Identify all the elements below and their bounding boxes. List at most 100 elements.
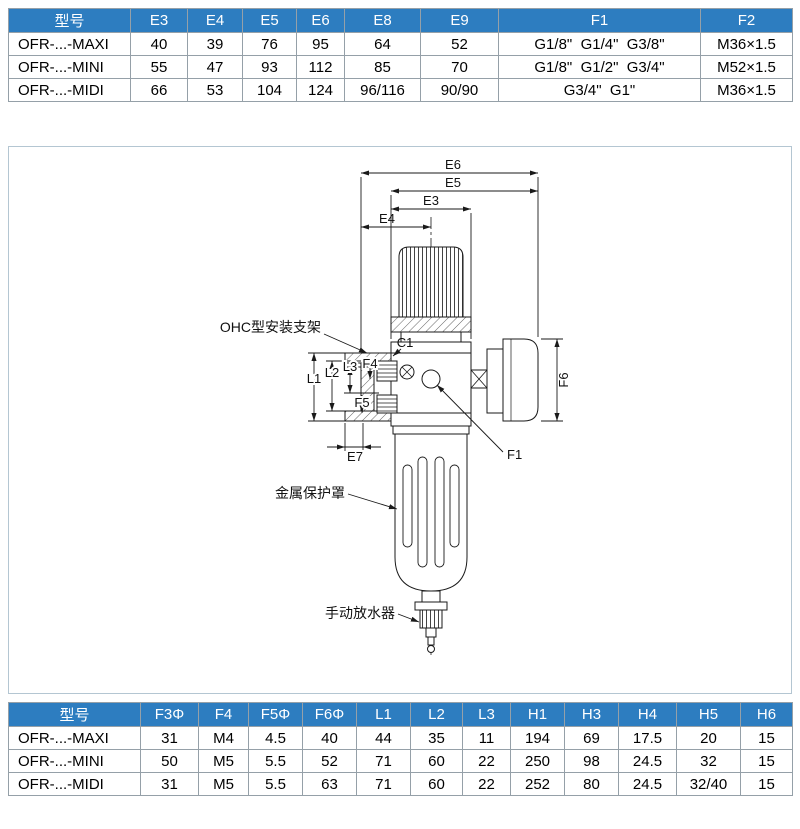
- leader-cover: [347, 493, 398, 510]
- table-cell: 15: [740, 772, 793, 796]
- table-cell: M36×1.5: [700, 32, 793, 56]
- annotation-drain: 手动放水器: [325, 605, 395, 621]
- pressure-gauge: [486, 338, 539, 422]
- table-cell: 194: [510, 726, 565, 750]
- column-header: E5: [242, 8, 297, 33]
- table-cell: 39: [187, 32, 243, 56]
- gauge-stem: [470, 369, 488, 389]
- table-cell: 93: [242, 55, 297, 79]
- column-header: 型号: [8, 8, 131, 33]
- table-cell: 24.5: [618, 749, 677, 773]
- table-cell: 250: [510, 749, 565, 773]
- table-cell: 95: [296, 32, 345, 56]
- bolt-hole: [399, 364, 415, 380]
- table-cell: 96/116: [344, 78, 421, 102]
- model-cell: OFR-...-MAXI: [8, 32, 131, 56]
- table-cell: 32: [676, 749, 741, 773]
- table-cell: 22: [462, 772, 511, 796]
- diagram-panel: E6 E5 E3 E4 C1 L1 L2 L3 F4 F5 E7 F6 F1 O…: [8, 146, 792, 694]
- dim-label-e5: E5: [445, 175, 461, 190]
- dim-label-e4: E4: [379, 211, 395, 226]
- table-cell: 252: [510, 772, 565, 796]
- model-cell: OFR-...-MIDI: [8, 772, 141, 796]
- annotation-bracket: OHC型安装支架: [220, 319, 321, 335]
- table-cell: 69: [564, 726, 619, 750]
- table-cell: 53: [187, 78, 243, 102]
- table-cell: 124: [296, 78, 345, 102]
- table-cell: 32/40: [676, 772, 741, 796]
- leader-drain: [397, 613, 420, 623]
- column-header: F2: [700, 8, 793, 33]
- lock-ring: [390, 316, 472, 333]
- table-cell: 71: [356, 772, 411, 796]
- column-header: F1: [498, 8, 701, 33]
- diagram-labels: E6 E5 E3 E4 C1 L1 L2 L3 F4 F5 E7 F6 F1 O…: [220, 157, 571, 621]
- column-header: L3: [462, 702, 511, 727]
- table-cell: 5.5: [248, 772, 303, 796]
- table-cell: 60: [410, 749, 463, 773]
- table-cell: M52×1.5: [700, 55, 793, 79]
- column-header: H5: [676, 702, 741, 727]
- leader-c1: [392, 348, 402, 357]
- knob: [398, 246, 464, 318]
- table-cell: 90/90: [420, 78, 499, 102]
- column-header: F6Φ: [302, 702, 357, 727]
- table-cell: 66: [130, 78, 188, 102]
- dim-label-f6: F6: [556, 372, 571, 387]
- dim-label-f5: F5: [354, 395, 369, 410]
- column-header: E9: [420, 8, 499, 33]
- table-cell: G1/8" G1/2" G3/4": [498, 55, 701, 79]
- table-cell: G3/4" G1": [498, 78, 701, 102]
- model-cell: OFR-...-MAXI: [8, 726, 141, 750]
- table-cell: 50: [140, 749, 199, 773]
- metal-bowl-guard: [394, 433, 468, 592]
- table-cell: 63: [302, 772, 357, 796]
- column-header: E6: [296, 8, 345, 33]
- table-cell: M5: [198, 772, 249, 796]
- dim-label-e3: E3: [423, 193, 439, 208]
- column-header: H4: [618, 702, 677, 727]
- table-cell: 70: [420, 55, 499, 79]
- column-header: E3: [130, 8, 188, 33]
- column-header: H3: [564, 702, 619, 727]
- column-header: L2: [410, 702, 463, 727]
- dim-label-e7: E7: [347, 449, 363, 464]
- table-cell: 98: [564, 749, 619, 773]
- table-cell: 31: [140, 726, 199, 750]
- table-cell: M4: [198, 726, 249, 750]
- table-cell: 15: [740, 749, 793, 773]
- table-cell: 112: [296, 55, 345, 79]
- table-cell: 44: [356, 726, 411, 750]
- column-header: L1: [356, 702, 411, 727]
- table-cell: 20: [676, 726, 741, 750]
- column-header: F5Φ: [248, 702, 303, 727]
- column-header: E4: [187, 8, 243, 33]
- leader-bracket: [323, 333, 368, 354]
- table-cell: G1/8" G1/4" G3/8": [498, 32, 701, 56]
- table-cell: 71: [356, 749, 411, 773]
- annotation-cover: 金属保护罩: [275, 485, 345, 501]
- table-cell: 40: [302, 726, 357, 750]
- model-cell: OFR-...-MINI: [8, 55, 131, 79]
- dim-label-f1: F1: [507, 447, 522, 462]
- technical-drawing: E6 E5 E3 E4 C1 L1 L2 L3 F4 F5 E7 F6 F1 O…: [220, 157, 571, 657]
- table-cell: 40: [130, 32, 188, 56]
- table-cell: 15: [740, 726, 793, 750]
- table-cell: 60: [410, 772, 463, 796]
- inlet-port: [376, 360, 398, 414]
- table-cell: 35: [410, 726, 463, 750]
- table-cell: 55: [130, 55, 188, 79]
- device-drawing: [344, 246, 539, 653]
- table-cell: 11: [462, 726, 511, 750]
- table-cell: 22: [462, 749, 511, 773]
- table-cell: M5: [198, 749, 249, 773]
- dim-label-l3: L3: [343, 359, 357, 374]
- column-header: F4: [198, 702, 249, 727]
- column-header: 型号: [8, 702, 141, 727]
